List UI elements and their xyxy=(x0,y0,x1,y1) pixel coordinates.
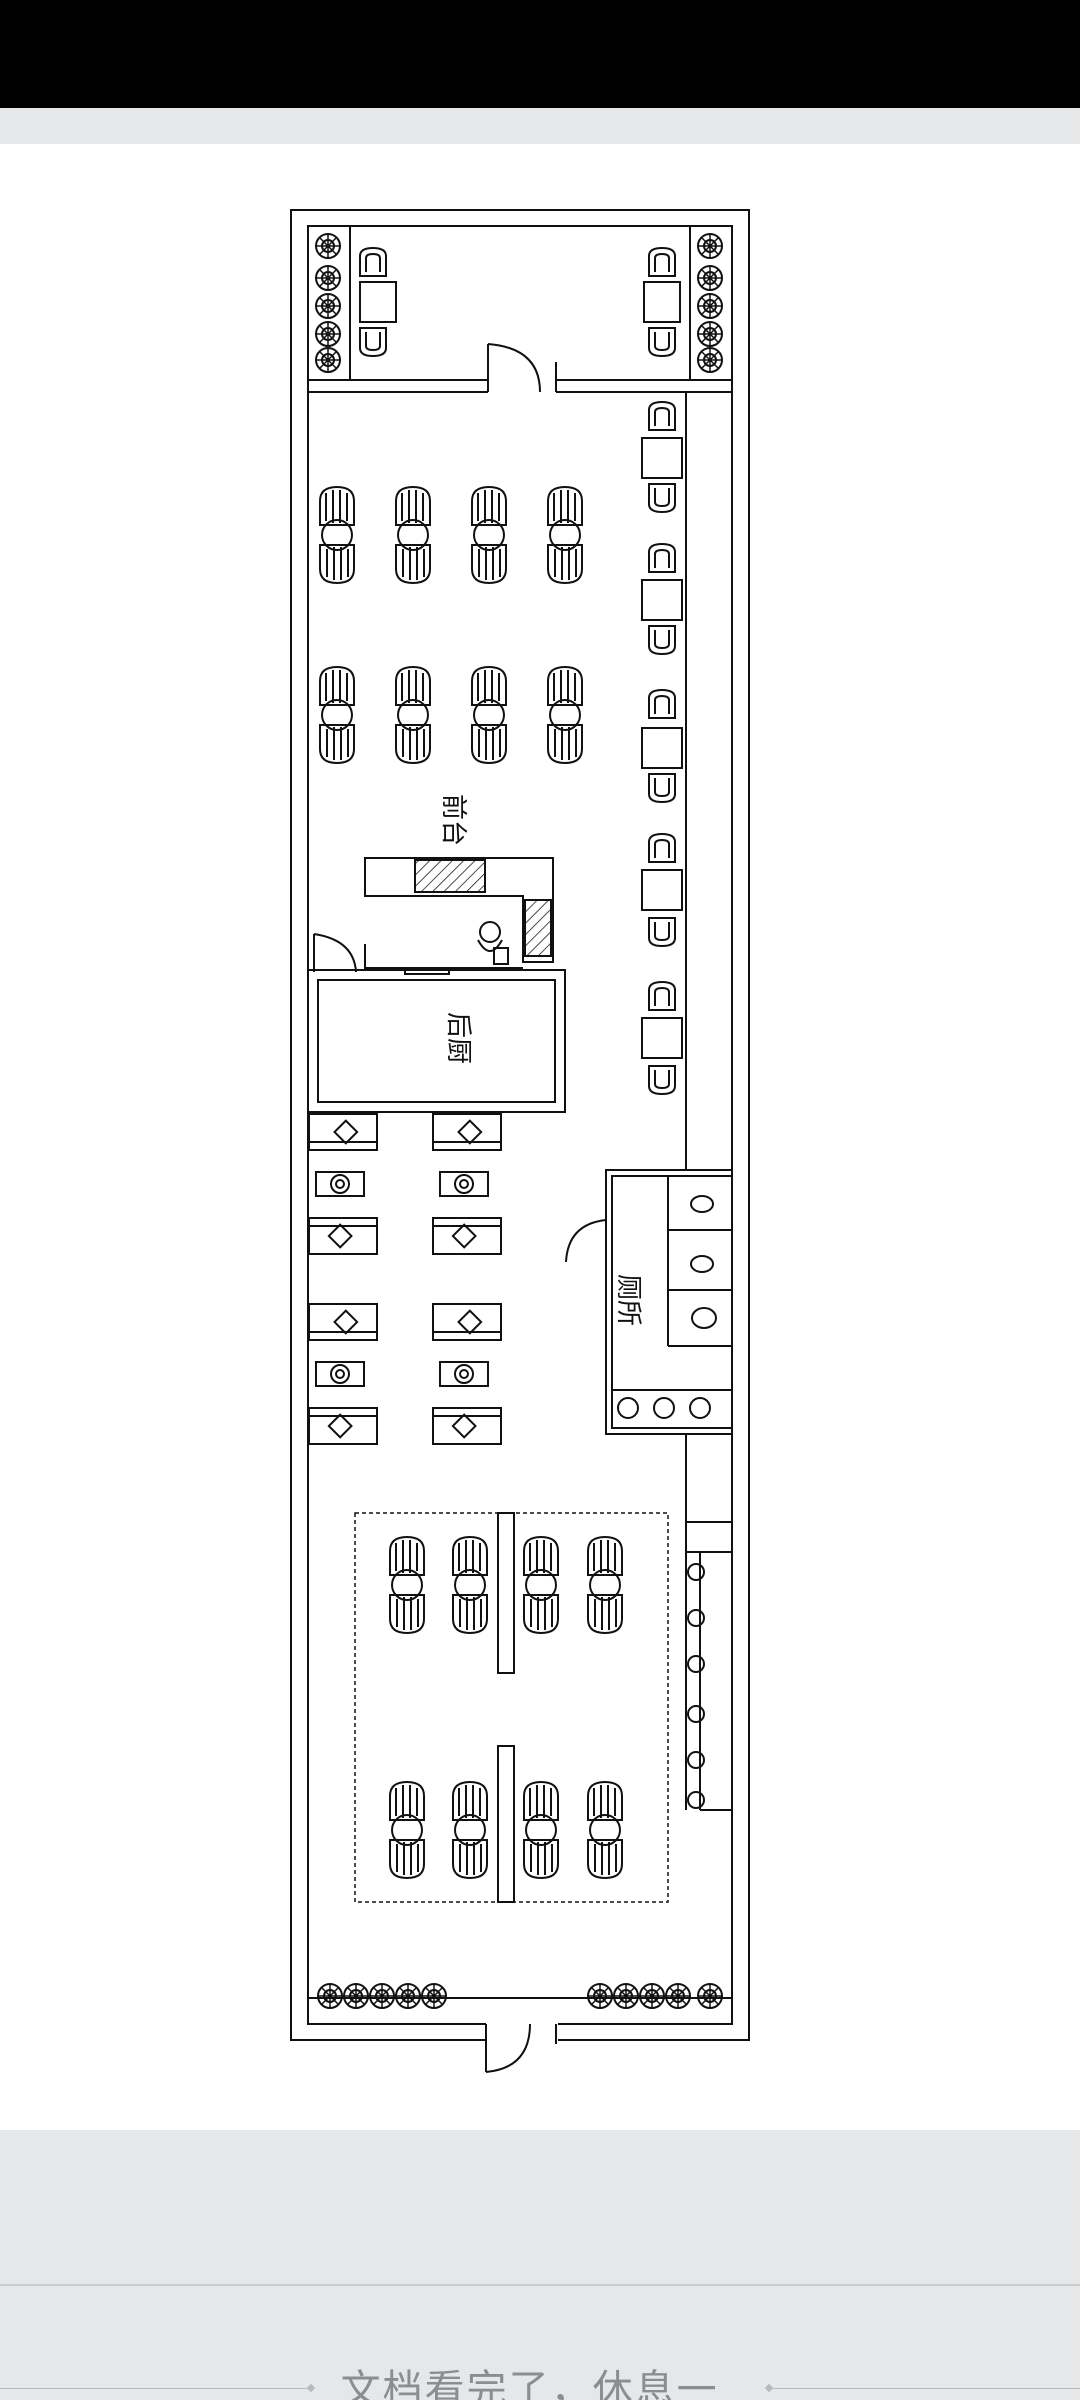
floor-plan-drawing: 前台 后厨 xyxy=(290,209,750,2073)
back-kitchen-label: 后厨 xyxy=(443,1012,473,1064)
end-line-left xyxy=(0,2388,311,2389)
end-of-document-message: 文档看完了，休息一下吧 xyxy=(340,2367,719,2400)
back-kitchen xyxy=(307,933,566,1113)
restroom xyxy=(565,1169,733,1435)
status-bar xyxy=(0,0,1080,108)
bottom-entrance-door xyxy=(485,2022,558,2073)
top-entrance-door xyxy=(487,343,557,393)
end-divider xyxy=(0,2284,1080,2286)
end-of-document-banner: 文档看完了，休息一下吧 xyxy=(0,2348,1080,2400)
viewer-top-strip xyxy=(0,108,1080,144)
front-desk-label: 前台 xyxy=(438,794,468,846)
restroom-label: 厕所 xyxy=(613,1274,643,1326)
front-desk xyxy=(364,857,554,975)
end-line-right xyxy=(769,2388,1080,2389)
document-page[interactable]: 前台 后厨 xyxy=(0,144,1080,2130)
